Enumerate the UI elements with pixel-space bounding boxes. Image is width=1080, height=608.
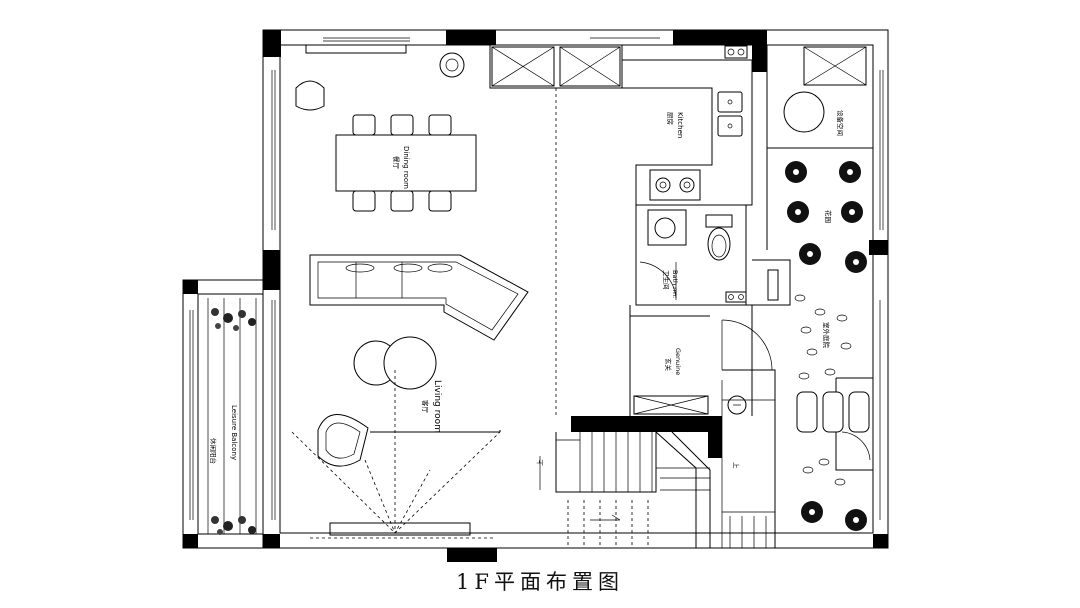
plant-icon <box>211 308 256 535</box>
genuine-label-en: Genuine <box>674 348 682 375</box>
bath-room: 卫生间 Bath rm. <box>639 209 747 303</box>
entry-hall: 玄关 Genuine <box>633 319 773 415</box>
stair-up-mark: 上 <box>535 459 544 466</box>
garden-label: 花园 <box>824 210 833 223</box>
sofa-icon <box>309 254 529 341</box>
lounge-chairs <box>796 391 871 461</box>
dining-area: 餐厅 Dining room <box>295 44 477 212</box>
plan-title: 1F平面布置图 <box>456 570 624 594</box>
cabinet-1 <box>491 46 555 87</box>
dining-chairs <box>352 114 452 212</box>
bath-label-zh: 卫生间 <box>662 270 671 290</box>
interior-walls <box>489 45 873 548</box>
kitchen-label-en: Kitchen <box>676 112 684 138</box>
kitchen: 厨房 Kitchen <box>491 45 748 201</box>
genuine-label-zh: 玄关 <box>664 358 673 372</box>
bath-label-en: Bath rm. <box>671 270 679 298</box>
equipment-space: 设备空间 <box>783 46 867 136</box>
shoe-cabinet <box>633 395 709 415</box>
living-label-en: Living room <box>432 380 442 433</box>
armchair-small <box>295 80 325 111</box>
living-area: 客厅 Living room <box>291 254 529 539</box>
round-table-icon <box>353 336 437 390</box>
cabinet-2 <box>559 46 621 87</box>
balcony-label-zh: 休闲阳台 <box>209 438 218 464</box>
toilet-icon <box>705 214 733 261</box>
bath-sink-icon <box>647 209 687 246</box>
sink-icon <box>717 91 743 137</box>
stairs: 上 上 <box>535 380 775 548</box>
living-label-zh: 客厅 <box>421 400 430 414</box>
outer-walls <box>182 29 889 562</box>
garden: 花园 室外庭院 <box>785 161 871 531</box>
kitchen-label-zh: 厨房 <box>666 112 675 125</box>
dining-label-en: Dining room <box>402 146 410 189</box>
dining-label-zh: 餐厅 <box>392 156 401 170</box>
stair-up-mark-2: 上 <box>732 462 741 469</box>
balcony: 休闲阳台 Leisure Balcony <box>207 298 257 535</box>
courtyard-label: 室外庭院 <box>822 322 831 349</box>
armchair-icon <box>317 414 369 467</box>
equipment-label: 设备空间 <box>836 110 845 136</box>
balcony-label-en: Leisure Balcony <box>230 405 238 460</box>
stove-icon <box>649 169 701 201</box>
dining-table-icon <box>335 134 477 192</box>
